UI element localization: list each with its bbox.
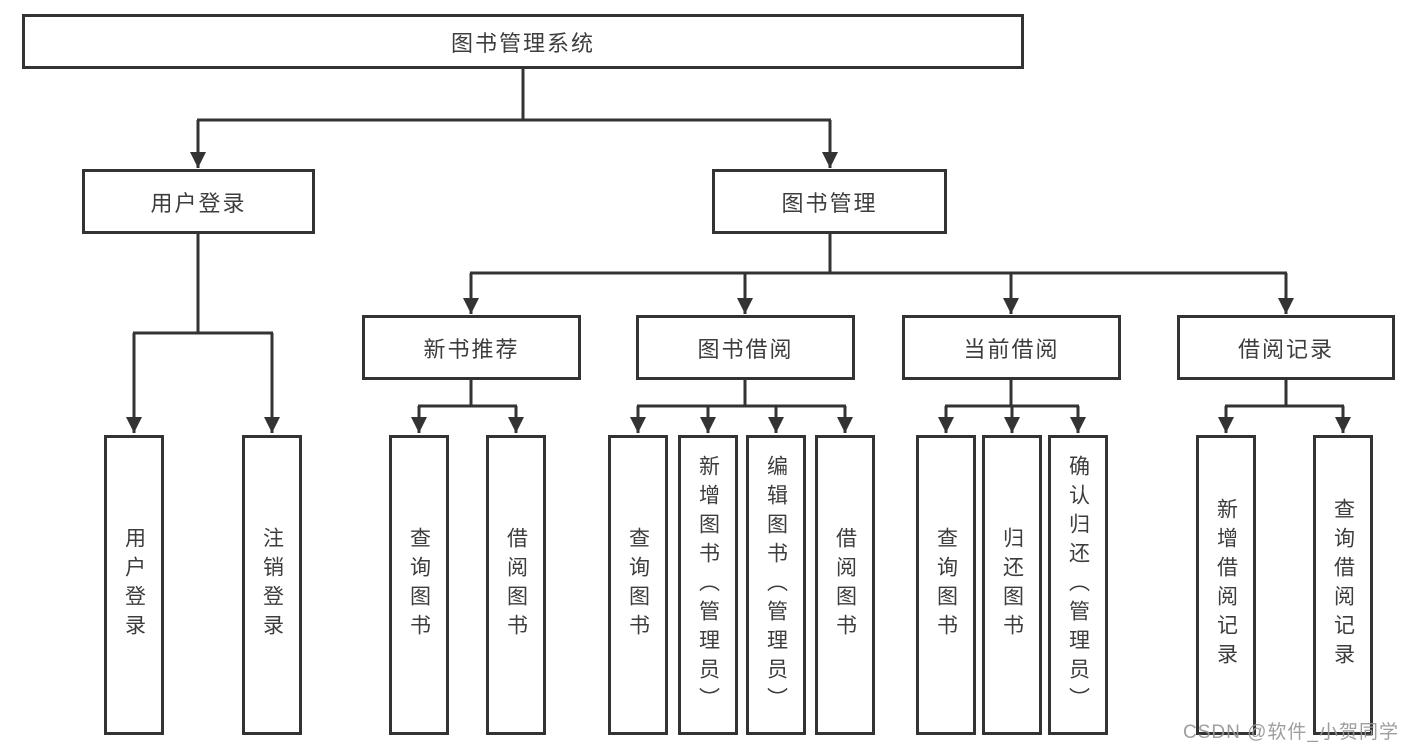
node-root-library-system: 图书管理系统 xyxy=(22,14,1024,69)
node-current-borrowing: 当前借阅 xyxy=(902,315,1121,380)
node-label: 图书管理系统 xyxy=(450,30,595,56)
node-label: 图书借阅 xyxy=(697,336,794,362)
leaf-logout: 注销登录 xyxy=(242,435,302,735)
node-label: 查询图书 xyxy=(626,527,650,643)
leaf-cb-return-books: 归还图书 xyxy=(982,435,1042,735)
csdn-watermark: CSDN @软件_小贺同学 xyxy=(1183,722,1399,743)
leaf-bb-borrow-books: 借阅图书 xyxy=(815,435,875,735)
leaf-br-query-record: 查询借阅记录 xyxy=(1313,435,1373,735)
leaf-cb-confirm-return-admin: 确认归还（管理员） xyxy=(1048,435,1108,735)
node-label: 确认归还（管理员） xyxy=(1066,454,1090,716)
node-label: 查询借阅记录 xyxy=(1331,498,1355,672)
node-label: 新增图书（管理员） xyxy=(696,454,720,716)
node-label: 查询图书 xyxy=(407,527,431,643)
node-label: 查询图书 xyxy=(934,527,958,643)
leaf-br-add-record: 新增借阅记录 xyxy=(1196,435,1256,735)
node-borrowing-records: 借阅记录 xyxy=(1177,315,1395,380)
node-new-book-recommend: 新书推荐 xyxy=(362,315,581,380)
node-label: 借阅图书 xyxy=(504,527,528,643)
node-label: 用户登录 xyxy=(122,527,146,643)
node-label: 图书管理 xyxy=(781,190,878,216)
node-label: 当前借阅 xyxy=(963,336,1060,362)
node-label: 新书推荐 xyxy=(423,336,520,362)
leaf-nb-query-books: 查询图书 xyxy=(389,435,449,735)
leaf-bb-edit-books-admin: 编辑图书（管理员） xyxy=(746,435,806,735)
node-label: 新增借阅记录 xyxy=(1214,498,1238,672)
leaf-bb-add-books-admin: 新增图书（管理员） xyxy=(678,435,738,735)
leaf-user-login: 用户登录 xyxy=(104,435,164,735)
leaf-bb-query-books: 查询图书 xyxy=(608,435,668,735)
node-label: 归还图书 xyxy=(1000,527,1024,643)
node-book-borrowing: 图书借阅 xyxy=(636,315,855,380)
node-label: 编辑图书（管理员） xyxy=(764,454,788,716)
leaf-cb-query-books: 查询图书 xyxy=(916,435,976,735)
leaf-nb-borrow-books: 借阅图书 xyxy=(486,435,546,735)
node-label: 借阅图书 xyxy=(833,527,857,643)
node-book-management: 图书管理 xyxy=(712,169,947,234)
node-label: 借阅记录 xyxy=(1237,336,1334,362)
node-user-login: 用户登录 xyxy=(82,169,315,234)
node-label: 用户登录 xyxy=(150,190,247,216)
node-label: 注销登录 xyxy=(260,527,284,643)
